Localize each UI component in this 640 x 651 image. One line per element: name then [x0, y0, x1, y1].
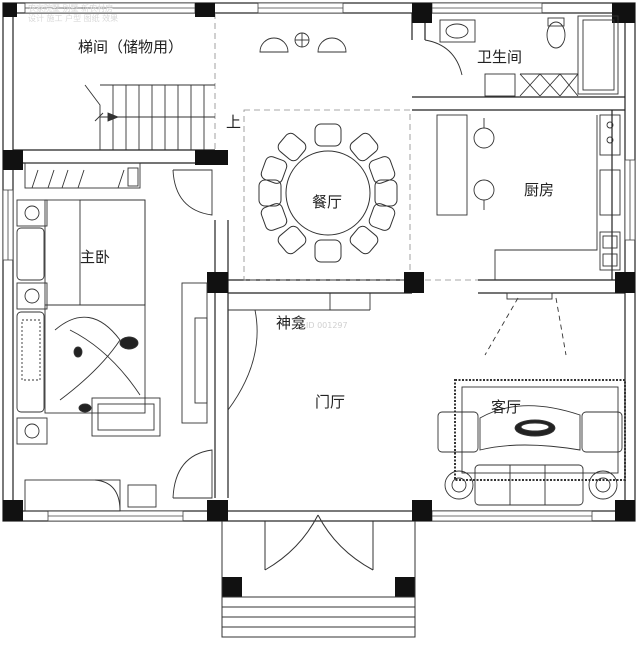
room-label-kitchen: 厨房 — [524, 181, 554, 199]
room-label-foyer: 门厅 — [315, 393, 345, 411]
watermark-top-line-1: 农家院墅 别墅 新农村房 — [28, 3, 113, 13]
top-chairs — [259, 32, 347, 53]
room-label-stair-storage: 梯间（储物用） — [78, 38, 183, 56]
porch — [221, 514, 416, 638]
living-furniture — [437, 292, 626, 506]
kitchen-fixtures — [436, 114, 621, 280]
watermark-id: ID 001297 — [306, 321, 348, 330]
columns — [3, 3, 635, 597]
bedroom-furniture — [16, 162, 213, 512]
room-label-shrine: 神龛 — [276, 314, 306, 332]
room-label-master-bedroom: 主卧 — [80, 248, 110, 266]
room-label-living-room: 客厅 — [491, 398, 521, 416]
room-label-dining: 餐厅 — [312, 193, 342, 211]
dining-table — [258, 123, 398, 263]
watermark-top-line-2: 设计 施工 户型 图纸 效果 — [28, 13, 118, 23]
room-label-bathroom: 卫生间 — [477, 48, 522, 66]
dining-zone — [214, 13, 478, 281]
bathroom-fixtures — [424, 15, 619, 97]
shrine-cabinet — [181, 282, 371, 424]
stair-up-label: 上 — [226, 113, 241, 131]
windows — [2, 2, 636, 522]
staircase — [84, 84, 215, 150]
